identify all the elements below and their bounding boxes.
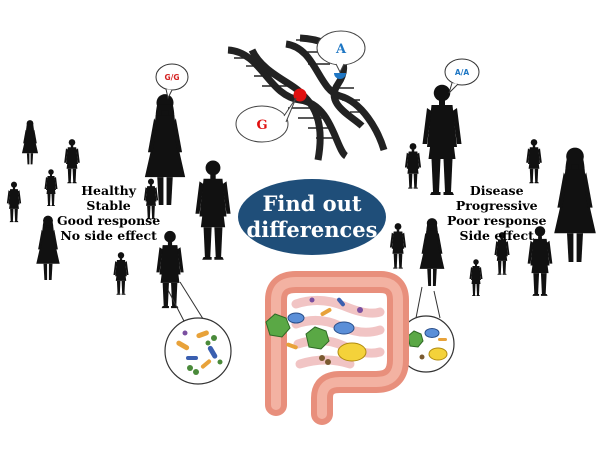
healthy-group-labels: Healthy Stable Good response No side eff… <box>57 183 160 243</box>
label-disease: Disease <box>469 183 524 198</box>
center-title-line2: differences <box>246 217 378 242</box>
find-out-differences-oval: Find out differences <box>238 179 386 255</box>
magnifier-bubble-icon <box>164 281 232 385</box>
allele-top-label: A <box>335 42 347 57</box>
person-silhouette-icon <box>526 139 542 184</box>
bacteria-icon <box>176 330 223 375</box>
allele-bottom-label: G <box>256 118 267 133</box>
person-silhouette-icon <box>6 181 22 223</box>
label-no-side-effect: No side effect <box>60 228 157 243</box>
label-progressive: Progressive <box>455 198 538 213</box>
person-silhouette-icon <box>554 147 596 262</box>
genotype-right-label: A/A <box>455 68 470 77</box>
person-silhouette-icon <box>389 223 407 269</box>
disease-group-labels: Disease Progressive Poor response Side e… <box>447 183 546 243</box>
intestine-icon <box>265 271 409 425</box>
label-poor-response: Poor response <box>447 213 547 228</box>
person-silhouette-icon <box>21 120 39 165</box>
person-silhouette-icon <box>195 160 231 260</box>
magnifier-bubble-icon <box>397 286 455 373</box>
bacteria-icon <box>265 297 367 365</box>
person-silhouette-icon <box>44 169 58 206</box>
label-healthy: Healthy <box>81 183 136 198</box>
person-silhouette-icon <box>113 252 129 295</box>
person-silhouette-icon <box>156 230 184 309</box>
person-silhouette-icon <box>422 84 462 195</box>
dna-double-helix-icon <box>227 30 388 161</box>
person-silhouette-icon <box>419 218 445 286</box>
label-side-effect: Side effect <box>459 228 534 243</box>
label-good-response: Good response <box>57 213 161 228</box>
genotype-bubble-right <box>444 58 480 94</box>
center-title-line1: Find out <box>262 191 362 216</box>
label-stable: Stable <box>86 198 131 213</box>
person-silhouette-icon <box>404 143 422 189</box>
genotype-left-label: G/G <box>164 73 179 82</box>
genotype-bubble-left <box>155 63 189 100</box>
person-silhouette-icon <box>469 259 483 296</box>
bacteria-icon <box>407 328 448 361</box>
person-silhouette-icon <box>64 139 80 184</box>
